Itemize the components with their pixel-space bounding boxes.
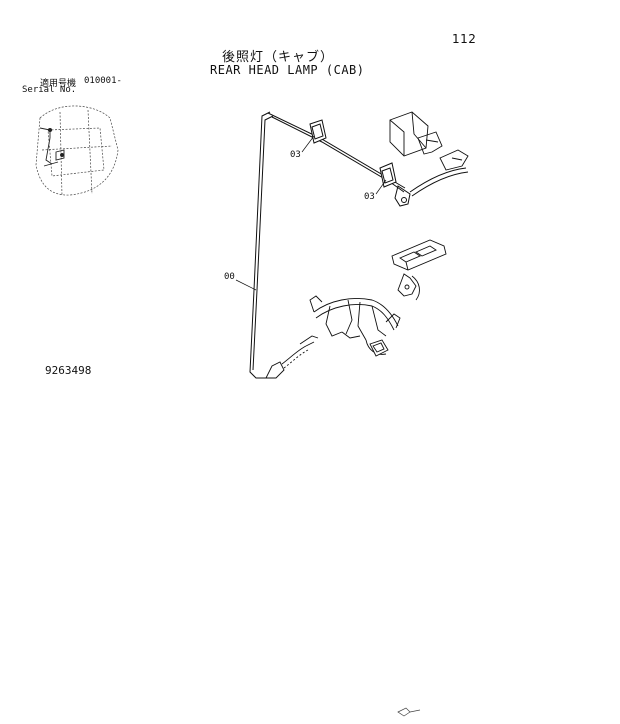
harness-main-line bbox=[249, 111, 406, 379]
page-number: 112 bbox=[452, 32, 477, 46]
title-english: REAR HEAD LAMP (CAB) bbox=[210, 63, 365, 77]
callout-00: 00 bbox=[224, 272, 235, 282]
serial-label-japanese: 適用号機 bbox=[40, 79, 77, 89]
locator-detail-icon bbox=[39, 127, 65, 167]
callout-03-upper: 03 bbox=[290, 150, 301, 160]
part-number: 9263498 bbox=[45, 364, 92, 377]
harness-bundle-icon bbox=[299, 295, 401, 355]
switch-panel-icon bbox=[391, 239, 447, 271]
grommet-icon bbox=[369, 339, 389, 357]
relay-icon bbox=[397, 273, 420, 301]
cab-lamp-housing-icon bbox=[389, 111, 469, 171]
serial-label-english: Serial No. bbox=[22, 85, 77, 95]
callout-03-lower: 03 bbox=[364, 192, 375, 202]
machine-locator-thumbnail-icon bbox=[35, 105, 119, 197]
serial-range: 010001- bbox=[84, 76, 122, 86]
lamp-03-lower-icon bbox=[379, 162, 397, 188]
lamp-03-upper-icon bbox=[309, 119, 327, 144]
callout-leaders bbox=[235, 135, 387, 291]
footer-mark-icon bbox=[397, 707, 421, 717]
title-japanese: 後照灯（キャブ） bbox=[222, 50, 335, 65]
lower-connector-icon bbox=[265, 341, 315, 379]
connector-icon bbox=[394, 167, 469, 207]
